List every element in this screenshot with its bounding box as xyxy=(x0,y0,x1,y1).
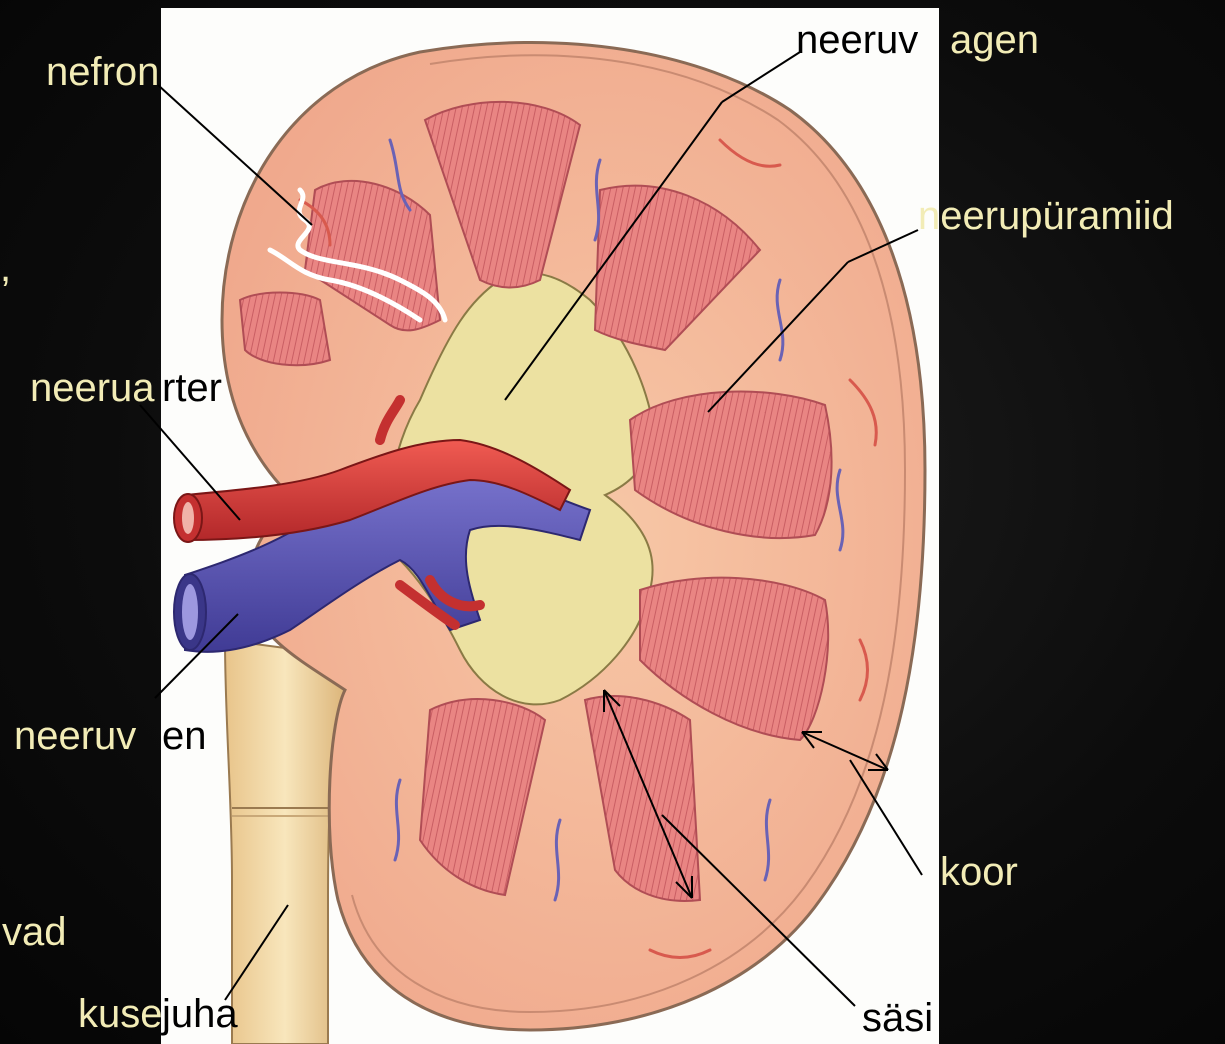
label-kusejuha-a: kuse xyxy=(78,994,163,1034)
label-neeruvaagen-a: neeruv xyxy=(796,20,918,60)
label-neeruveen-b: en xyxy=(162,716,207,756)
ureter xyxy=(225,640,345,1044)
label-koor: koor xyxy=(940,852,1018,892)
label-nefron: nefron xyxy=(46,52,159,92)
label-neeruarter-b: rter xyxy=(162,368,222,408)
slide-comma: , xyxy=(0,248,11,288)
label-neerupyramiid: neerupüramiid xyxy=(918,196,1174,236)
slide-fragment-vad: vad xyxy=(2,912,67,952)
label-neeruarter-a: neerua xyxy=(30,368,155,408)
label-sasi: säsi xyxy=(862,998,933,1038)
label-neeruvaagen-b: agen xyxy=(950,20,1039,60)
label-kusejuha-b: juha xyxy=(162,994,238,1034)
label-neeruveen-a: neeruv xyxy=(14,716,136,756)
